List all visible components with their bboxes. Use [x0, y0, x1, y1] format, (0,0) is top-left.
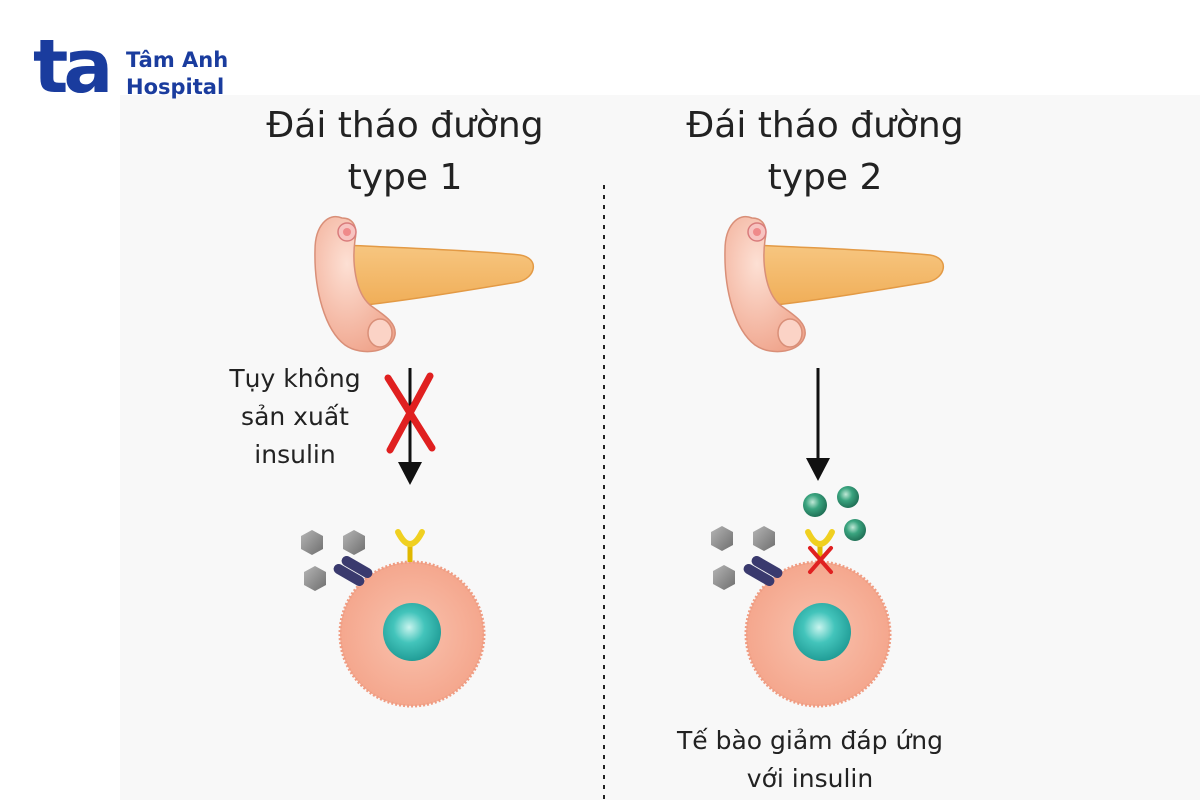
diagram-background: [120, 95, 1200, 800]
type1-title-line1: Đái tháo đường: [266, 105, 544, 146]
type2-nucleus: [793, 603, 851, 661]
type2-glucose-transporter: [743, 556, 783, 586]
type1-glucose-molecules: [301, 530, 365, 591]
type2-cell: [744, 560, 892, 708]
hospital-logo: ta Tâm Anh Hospital: [30, 30, 250, 110]
type1-insulin-receptor: [395, 529, 425, 562]
type2-note: Tế bào giảm đáp ứng với insulin: [620, 722, 1000, 798]
type1-glucose-transporter: [333, 556, 373, 586]
type2-arrow-down: [806, 368, 830, 481]
type2-note-line2: với insulin: [746, 764, 874, 793]
type2-title: Đái tháo đường type 2: [615, 100, 1035, 204]
type1-nucleus: [383, 603, 441, 661]
logo-mark: ta: [33, 24, 113, 110]
type1-block-cross-icon: [384, 372, 436, 454]
type2-pancreas: [724, 215, 944, 353]
type2-title-line1: Đái tháo đường: [686, 105, 964, 146]
type1-pancreas: [314, 215, 534, 353]
type1-note-line1: Tụy không: [229, 364, 361, 393]
type1-title-line2: type 1: [347, 157, 463, 198]
type1-cell: [338, 560, 486, 708]
type2-title-line2: type 2: [767, 157, 883, 198]
type2-note-line1: Tế bào giảm đáp ứng: [676, 726, 944, 755]
type2-block-cross-icon: [808, 546, 833, 574]
type1-title: Đái tháo đường type 1: [195, 100, 615, 204]
type1-note-line3: insulin: [254, 440, 336, 469]
type1-note-line2: sản xuất: [241, 402, 349, 431]
logo-name-line2: Hospital: [126, 75, 225, 99]
type1-note: Tụy không sản xuất insulin: [205, 360, 385, 474]
type2-glucose-molecules: [711, 526, 775, 590]
logo-name-line1: Tâm Anh: [126, 48, 229, 72]
type2-insulin-molecules: [803, 486, 866, 541]
